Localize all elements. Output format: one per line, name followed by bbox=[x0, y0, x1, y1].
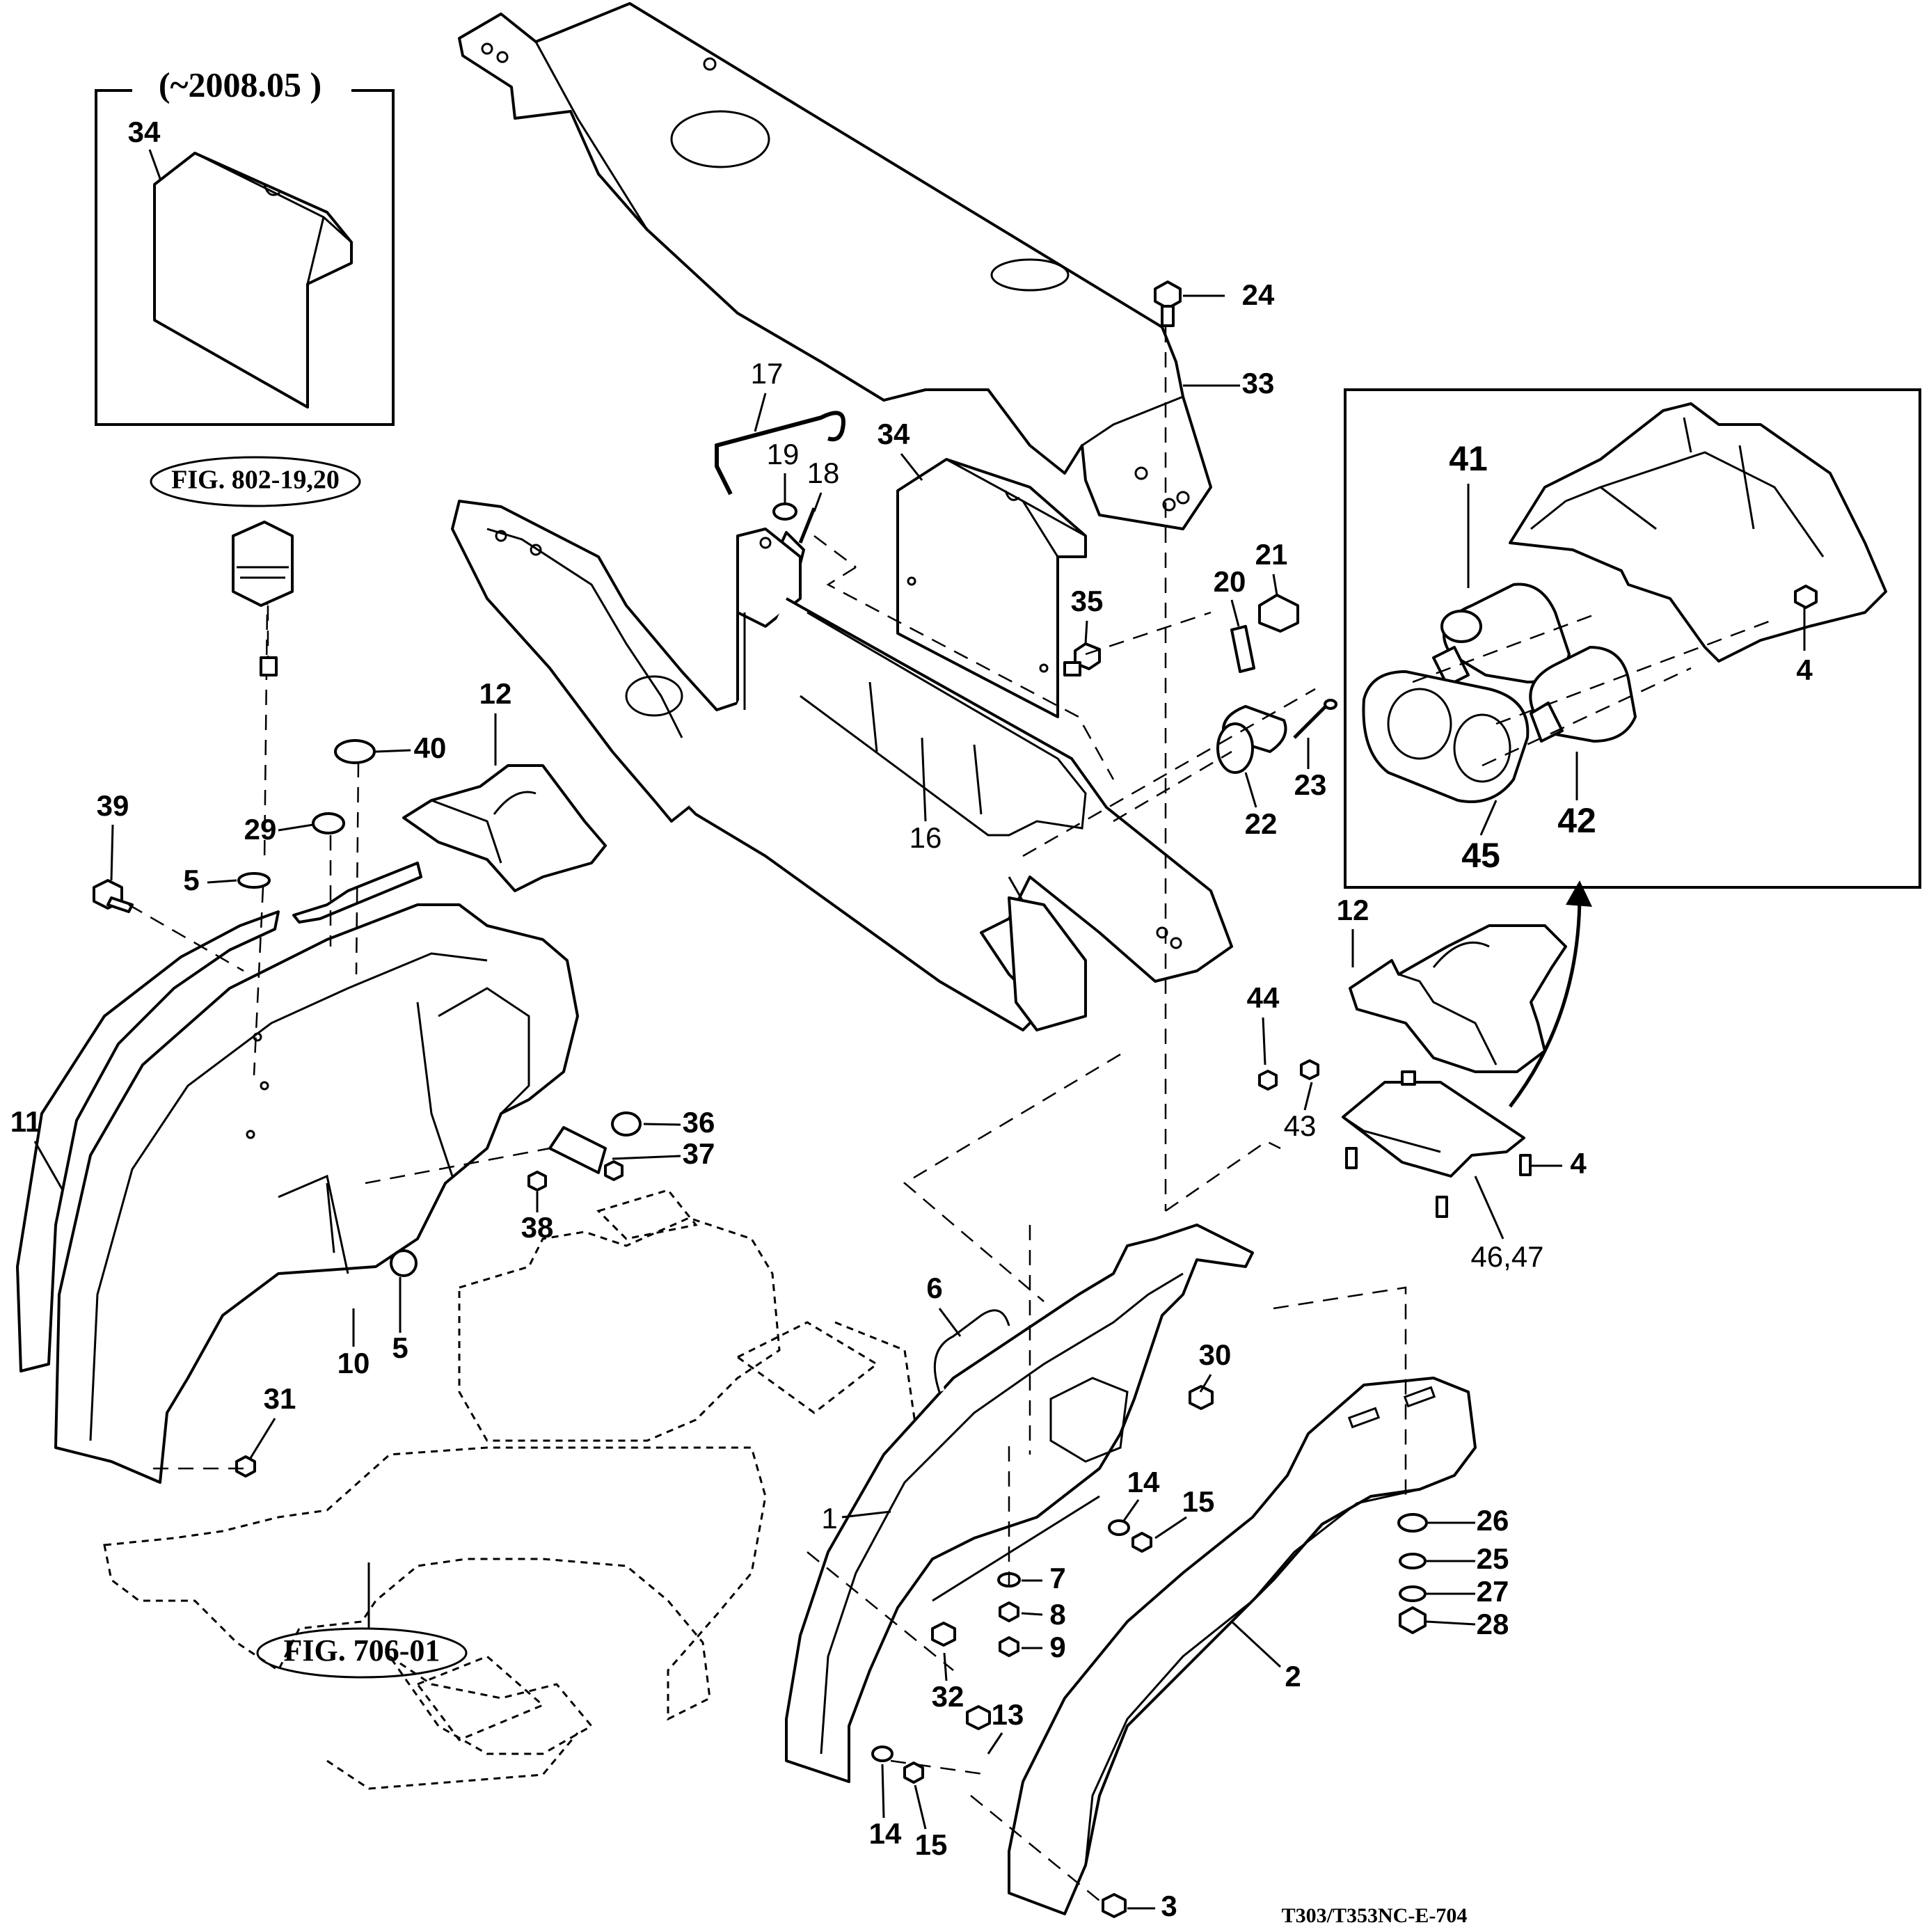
callout-33: 33 bbox=[1242, 367, 1275, 399]
callout-10: 10 bbox=[337, 1347, 370, 1379]
callout-6: 6 bbox=[926, 1272, 942, 1304]
callout-39: 39 bbox=[97, 789, 129, 822]
pipe-6-outline bbox=[933, 1309, 1010, 1393]
cover-12-left bbox=[402, 764, 607, 892]
fig-802-ref: FIG. 802-19,20 bbox=[150, 456, 361, 507]
inset-box-lamps: 41 42 45 4 bbox=[1344, 388, 1921, 889]
callout-5-bottom: 5 bbox=[392, 1331, 408, 1364]
callout-34: 34 bbox=[877, 418, 910, 450]
callout-labels: 1 2 3 4 5 5 6 7 8 9 10 11 12 12 13 14 14… bbox=[10, 278, 1587, 1922]
callout-19: 19 bbox=[767, 438, 800, 470]
bolt-35 bbox=[1063, 642, 1101, 676]
callout-27: 27 bbox=[1477, 1575, 1509, 1608]
arrow-head bbox=[1566, 880, 1592, 907]
inset-box-2008: (~2008.05 ) 34 bbox=[95, 65, 395, 426]
frame-16 bbox=[451, 500, 1233, 1031]
bolts-right-small bbox=[1258, 1059, 1532, 1218]
callout-18: 18 bbox=[807, 457, 840, 489]
callout-5-top: 5 bbox=[183, 864, 199, 896]
callout-1: 1 bbox=[821, 1502, 837, 1535]
bolt-24 bbox=[1154, 280, 1225, 327]
fig-706-label: FIG. 706-01 bbox=[284, 1633, 440, 1668]
callout-15-mid: 15 bbox=[1182, 1485, 1215, 1518]
callout-44: 44 bbox=[1247, 981, 1280, 1014]
fender-2 bbox=[1008, 1377, 1477, 1915]
inset-label-4: 4 bbox=[1796, 654, 1813, 686]
callout-40: 40 bbox=[414, 731, 447, 764]
callout-20: 20 bbox=[1214, 565, 1246, 598]
cover-12-right bbox=[1349, 924, 1567, 1073]
callout-43: 43 bbox=[1284, 1109, 1317, 1142]
callout-14-mid: 14 bbox=[1127, 1466, 1160, 1498]
callout-8: 8 bbox=[1049, 1598, 1065, 1631]
callout-28: 28 bbox=[1477, 1608, 1509, 1640]
callout-22: 22 bbox=[1245, 807, 1278, 840]
callout-25: 25 bbox=[1477, 1542, 1509, 1575]
fig-706-ref: FIG. 706-01 bbox=[256, 1562, 468, 1679]
callout-17: 17 bbox=[751, 357, 784, 390]
callout-37: 37 bbox=[683, 1137, 715, 1170]
callout-16: 16 bbox=[910, 821, 942, 854]
callout-9: 9 bbox=[1049, 1631, 1065, 1663]
callout-23: 23 bbox=[1294, 768, 1327, 801]
plate-34-main bbox=[896, 458, 1087, 718]
inset-label-42: 42 bbox=[1557, 801, 1596, 840]
callout-14-bottom: 14 bbox=[869, 1817, 902, 1850]
arrow-to-inset bbox=[1509, 894, 1582, 1108]
callout-12-right: 12 bbox=[1337, 894, 1369, 926]
callout-21: 21 bbox=[1255, 538, 1288, 571]
callout-11: 11 bbox=[10, 1105, 41, 1138]
fig-802-part bbox=[232, 521, 294, 676]
callout-7: 7 bbox=[1049, 1562, 1065, 1594]
callout-3: 3 bbox=[1161, 1890, 1177, 1922]
callout-2: 2 bbox=[1285, 1660, 1301, 1693]
parts-36-38 bbox=[527, 1111, 642, 1191]
wire-17 bbox=[715, 411, 845, 544]
inset-title: (~2008.05 ) bbox=[159, 65, 321, 104]
washers-nuts bbox=[235, 1385, 1428, 1918]
callout-4-right: 4 bbox=[1570, 1147, 1587, 1180]
fender-1 bbox=[785, 1224, 1254, 1783]
callout-30: 30 bbox=[1199, 1338, 1232, 1371]
callout-12-left: 12 bbox=[479, 677, 512, 710]
callout-36: 36 bbox=[683, 1106, 715, 1139]
callout-32: 32 bbox=[932, 1680, 964, 1713]
callout-26: 26 bbox=[1477, 1504, 1509, 1537]
fender-11 bbox=[16, 903, 579, 1484]
callout-46-47: 46,47 bbox=[1470, 1240, 1543, 1273]
parts-20-23 bbox=[1216, 594, 1337, 774]
fig-802-label: FIG. 802-19,20 bbox=[171, 466, 340, 495]
inset-label-45: 45 bbox=[1461, 836, 1500, 875]
callout-24: 24 bbox=[1242, 278, 1275, 311]
assembly-lines bbox=[128, 327, 1407, 1904]
callout-31: 31 bbox=[264, 1382, 296, 1415]
callout-15-bottom: 15 bbox=[915, 1828, 948, 1861]
callout-13: 13 bbox=[992, 1698, 1024, 1731]
callout-35: 35 bbox=[1071, 585, 1104, 617]
inset-part-label: 34 bbox=[128, 116, 161, 148]
drawing-code: T303/T353NC-E-704 bbox=[1282, 1904, 1468, 1927]
callout-38: 38 bbox=[521, 1211, 554, 1244]
bracket-46-47 bbox=[1342, 1081, 1525, 1178]
top-panel-33 bbox=[458, 2, 1212, 530]
plate-34-old bbox=[153, 152, 353, 409]
callout-29: 29 bbox=[244, 813, 277, 846]
inset-label-41: 41 bbox=[1449, 439, 1488, 478]
